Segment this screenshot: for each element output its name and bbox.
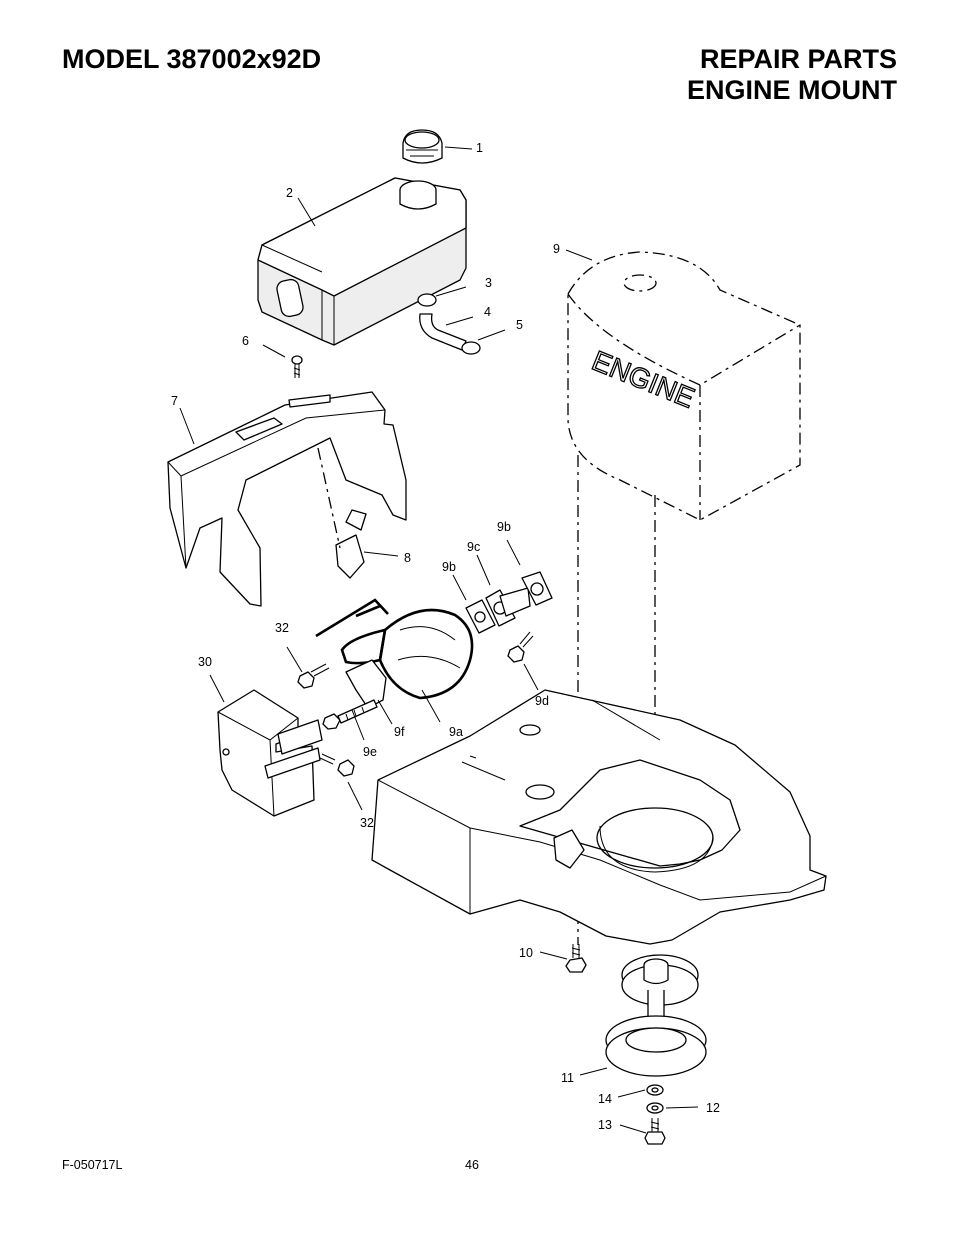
part-bolt-9e xyxy=(322,699,378,730)
page-number: 46 xyxy=(465,1158,479,1172)
callout-32-top: 32 xyxy=(275,621,289,635)
callout-11: 11 xyxy=(561,1071,574,1085)
section-title: REPAIR PARTS ENGINE MOUNT xyxy=(687,44,897,106)
form-code: F-050717L xyxy=(62,1158,123,1172)
part-washer-14 xyxy=(646,1084,664,1096)
part-washer-12 xyxy=(646,1102,664,1114)
callout-leaders xyxy=(179,146,699,1134)
callout-3: 3 xyxy=(485,276,492,290)
callout-9f: 9f xyxy=(394,725,405,739)
callout-7: 7 xyxy=(171,394,178,408)
part-fuel-hose xyxy=(417,293,481,355)
part-bolt-13 xyxy=(644,1118,666,1145)
part-heat-shield xyxy=(217,689,323,817)
callout-4: 4 xyxy=(484,305,491,319)
part-mower-deck xyxy=(371,689,827,945)
callout-1: 1 xyxy=(476,141,483,155)
section-title-line1: REPAIR PARTS xyxy=(699,44,897,74)
callout-32-bottom: 32 xyxy=(360,816,374,830)
callout-9c: 9c xyxy=(467,540,480,554)
callout-13: 13 xyxy=(598,1118,612,1132)
callout-6: 6 xyxy=(242,334,249,348)
part-fuel-tank xyxy=(257,177,467,346)
part-exhaust-gaskets xyxy=(465,571,553,634)
part-screw-32-top xyxy=(297,663,330,689)
callout-9b-left: 9b xyxy=(442,560,456,574)
callout-9d: 9d xyxy=(535,694,549,708)
model-title: MODEL 387002x92D xyxy=(62,44,322,74)
callout-30: 30 xyxy=(198,655,212,669)
callout-labels: 1 2 3 4 5 6 7 8 9 9b 9c 9b 9d 9a 9f 9e 3… xyxy=(171,141,720,1132)
engine-label: ENGINE xyxy=(588,345,699,414)
callout-10: 10 xyxy=(519,946,533,960)
section-title-line2: ENGINE MOUNT xyxy=(686,75,897,105)
part-pulley-assembly xyxy=(605,954,707,1077)
callout-12: 12 xyxy=(706,1101,720,1115)
callout-5: 5 xyxy=(516,318,523,332)
callout-2: 2 xyxy=(286,186,293,200)
callout-9a: 9a xyxy=(449,725,463,739)
part-bracket xyxy=(167,391,407,607)
callout-9b-top: 9b xyxy=(497,520,511,534)
callout-14: 14 xyxy=(598,1092,612,1106)
part-bolt-10 xyxy=(565,944,587,973)
part-bolt-9d xyxy=(507,631,534,663)
callout-9e: 9e xyxy=(363,745,377,759)
part-screw-6 xyxy=(291,355,303,378)
callout-8: 8 xyxy=(404,551,411,565)
part-muffler xyxy=(315,598,474,709)
part-throttle-control xyxy=(317,447,367,579)
part-screw-32-bottom xyxy=(319,753,355,777)
part-fuel-cap xyxy=(402,129,443,164)
callout-9: 9 xyxy=(553,242,560,256)
